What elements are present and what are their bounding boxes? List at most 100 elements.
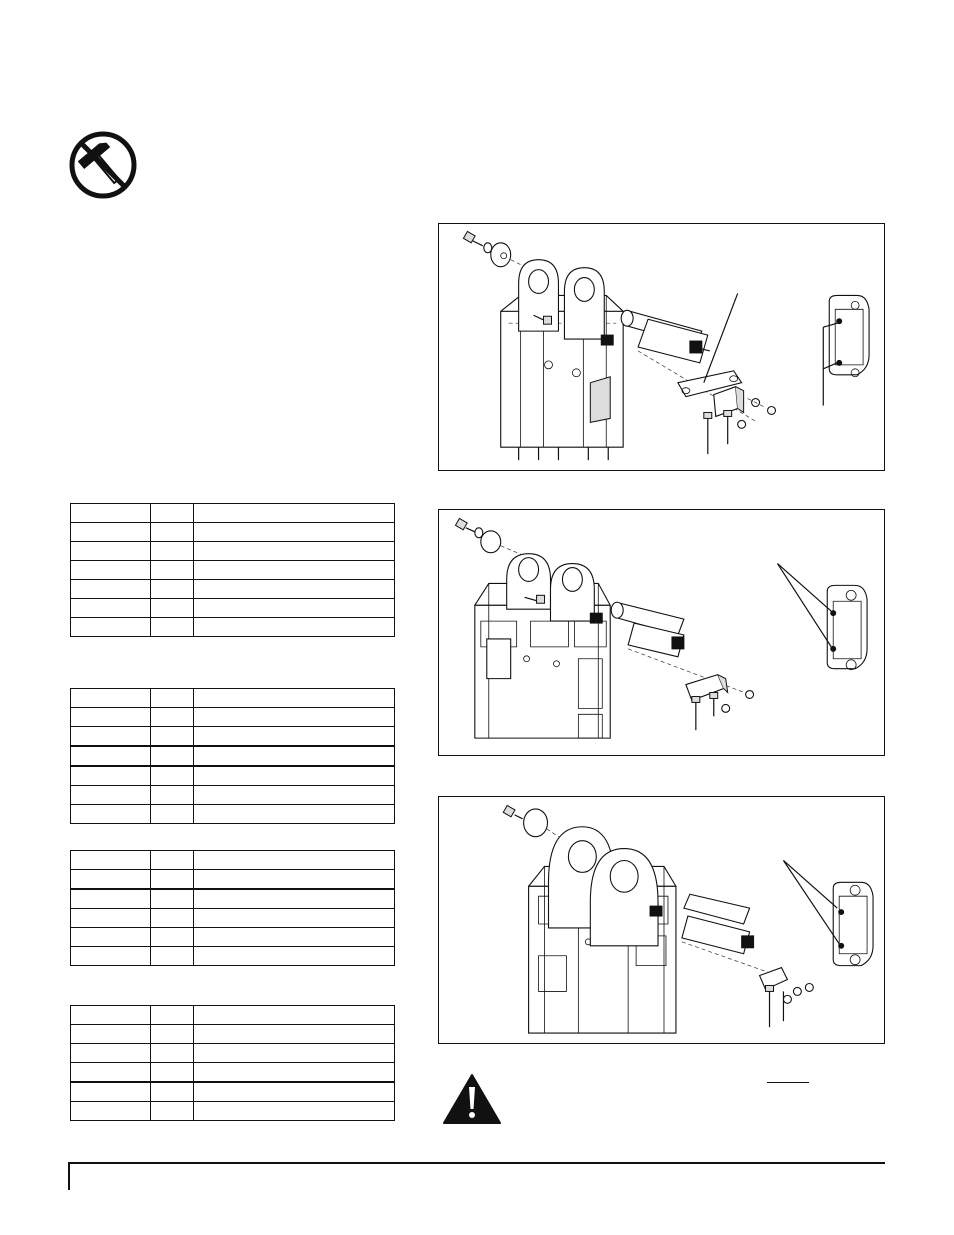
table-row <box>70 503 395 523</box>
warning-icon <box>442 1073 502 1125</box>
table-cell <box>193 503 395 523</box>
table-row <box>70 707 395 727</box>
table-cell <box>70 579 151 599</box>
table-cell <box>193 869 395 890</box>
table-cell <box>193 765 395 786</box>
table-cell <box>193 946 395 966</box>
table-cell <box>150 707 194 727</box>
table-cell <box>193 560 395 580</box>
table-row <box>70 1081 395 1102</box>
table-row <box>70 522 395 542</box>
parts-table-4 <box>70 1005 395 1121</box>
table-row <box>70 946 395 966</box>
table-cell <box>150 745 194 767</box>
table-row <box>70 1024 395 1044</box>
table-row <box>70 888 395 909</box>
table-cell <box>70 1043 151 1063</box>
assembly-figure-1 <box>438 223 885 471</box>
table-cell <box>150 1024 194 1044</box>
table-cell <box>150 522 194 542</box>
table-cell <box>150 850 194 870</box>
table-cell <box>193 804 395 824</box>
assembly-figure-2 <box>438 509 885 756</box>
table-cell <box>70 522 151 542</box>
table-cell <box>193 598 395 618</box>
table-cell <box>150 785 194 805</box>
table-cell <box>70 888 151 909</box>
table-cell <box>70 560 151 580</box>
table-row <box>70 598 395 618</box>
table-cell <box>150 869 194 890</box>
table-cell <box>193 522 395 542</box>
table-cell <box>150 1062 194 1083</box>
table-cell <box>70 688 151 708</box>
no-hammer-icon <box>68 130 138 200</box>
table-row <box>70 927 395 947</box>
table-row <box>70 765 395 786</box>
table-row <box>70 1062 395 1083</box>
table-cell <box>70 1062 151 1083</box>
table-cell <box>193 579 395 599</box>
table-cell <box>150 688 194 708</box>
table-cell <box>70 804 151 824</box>
parts-table-2 <box>70 688 395 824</box>
table-cell <box>193 785 395 805</box>
table-cell <box>70 785 151 805</box>
footer-tick <box>68 1162 70 1190</box>
table-row <box>70 688 395 708</box>
table-cell <box>70 617 151 637</box>
table-cell <box>70 869 151 890</box>
table-cell <box>70 1101 151 1121</box>
table-row <box>70 850 395 870</box>
table-cell <box>150 560 194 580</box>
table-cell <box>150 1005 194 1025</box>
table-cell <box>150 503 194 523</box>
table-row <box>70 1101 395 1121</box>
table-cell <box>193 726 395 747</box>
table-cell <box>193 707 395 727</box>
table-cell <box>150 908 194 928</box>
table-cell <box>70 850 151 870</box>
footer-rule <box>68 1162 885 1164</box>
table-cell <box>193 1024 395 1044</box>
table-cell <box>150 765 194 786</box>
table-row <box>70 785 395 805</box>
table-cell <box>150 946 194 966</box>
table-cell <box>193 888 395 909</box>
parts-table-3 <box>70 850 395 966</box>
table-cell <box>70 707 151 727</box>
table-cell <box>193 1043 395 1063</box>
table-cell <box>150 579 194 599</box>
table-cell <box>193 908 395 928</box>
table-row <box>70 745 395 767</box>
table-cell <box>70 927 151 947</box>
warning-text-underline <box>767 1082 809 1083</box>
table-row <box>70 726 395 747</box>
table-row <box>70 1043 395 1063</box>
table-row <box>70 579 395 599</box>
table-cell <box>193 1005 395 1025</box>
table-cell <box>193 1081 395 1102</box>
table-cell <box>70 1005 151 1025</box>
table-cell <box>70 1081 151 1102</box>
table-cell <box>193 745 395 767</box>
table-cell <box>150 598 194 618</box>
table-row <box>70 1005 395 1025</box>
table-cell <box>150 726 194 747</box>
table-cell <box>150 1101 194 1121</box>
table-cell <box>150 888 194 909</box>
table-cell <box>70 541 151 561</box>
table-row <box>70 617 395 637</box>
table-cell <box>193 617 395 637</box>
table-cell <box>150 1043 194 1063</box>
table-cell <box>150 1081 194 1102</box>
assembly-figure-3 <box>438 796 885 1044</box>
table-cell <box>70 908 151 928</box>
table-cell <box>193 1101 395 1121</box>
table-cell <box>193 541 395 561</box>
table-cell <box>150 617 194 637</box>
table-cell <box>70 598 151 618</box>
table-cell <box>193 927 395 947</box>
table-cell <box>150 927 194 947</box>
table-row <box>70 869 395 890</box>
